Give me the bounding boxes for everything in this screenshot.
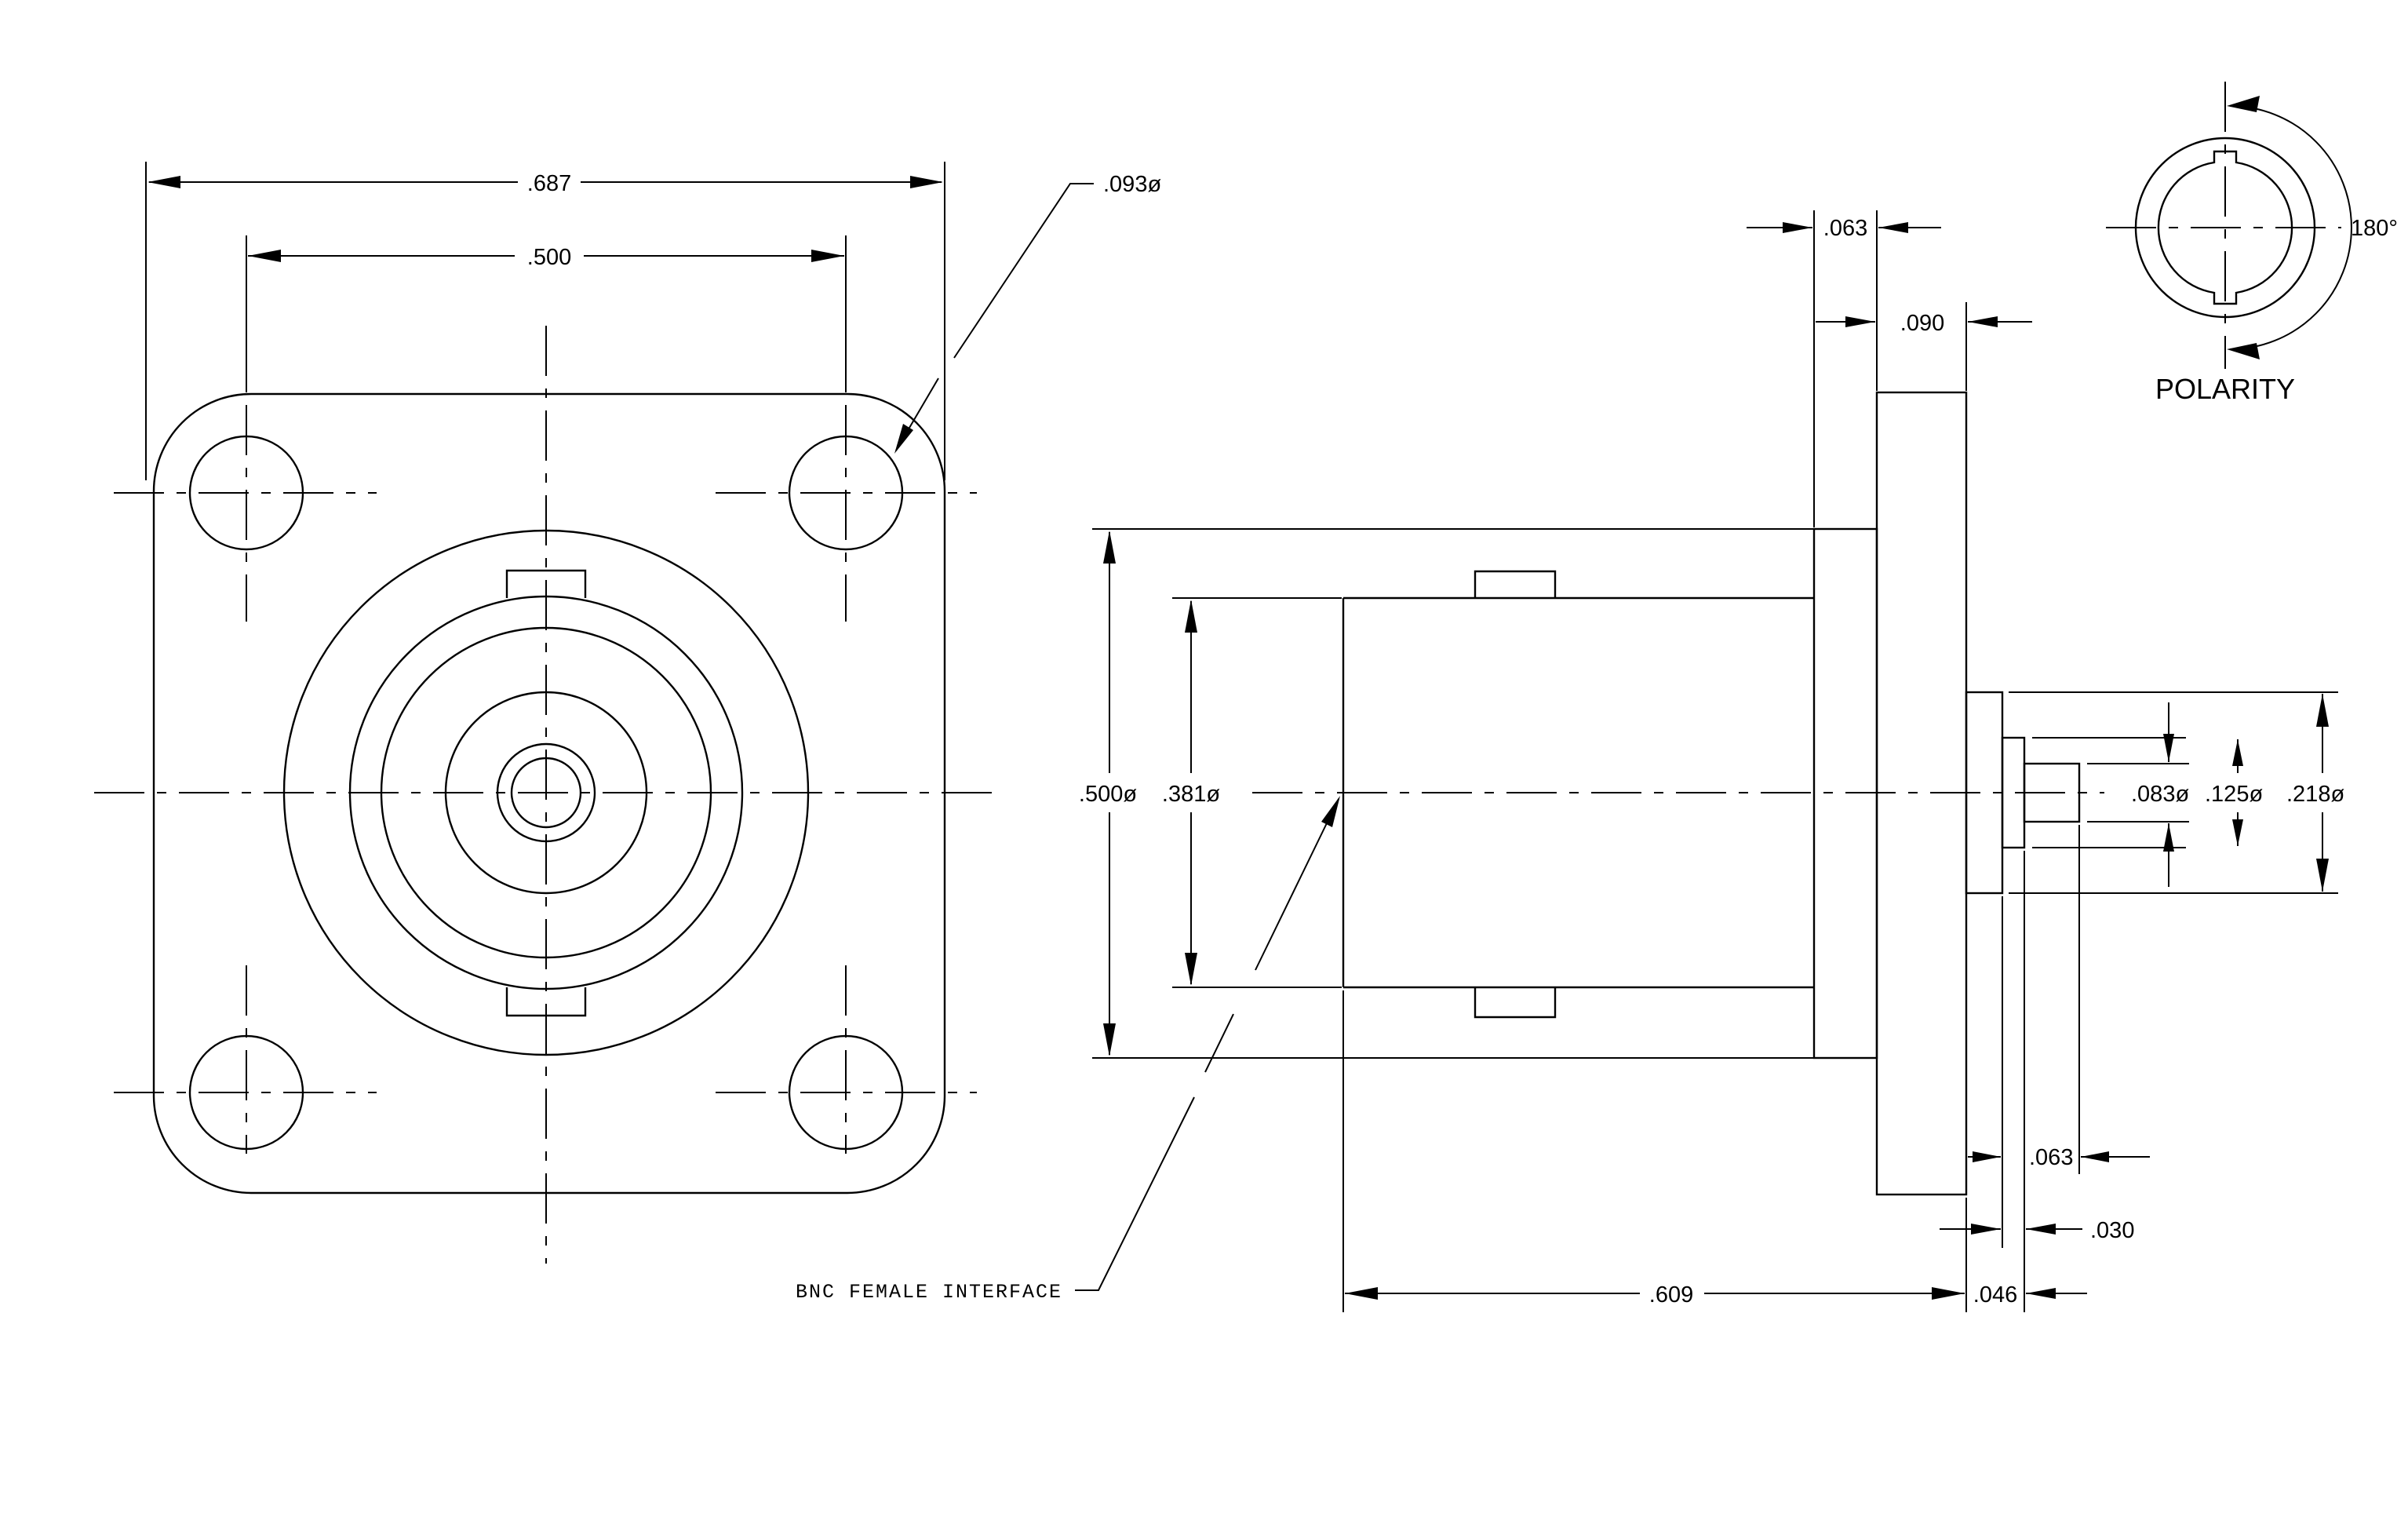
bore-diameter-label: .381ø (1162, 782, 1220, 807)
interface-label: BNC FEMALE INTERFACE (796, 1281, 1062, 1304)
boss-diameter-label: .218ø (2286, 782, 2344, 807)
boss-thickness-label: .046 (1973, 1282, 2017, 1308)
body-length-dimension: .609 (1345, 1282, 1965, 1308)
side-lug-top (1474, 570, 1557, 598)
side-view: .500ø .381ø .063 .090 (796, 210, 2344, 1312)
flange-thickness-dimension: .090 (1816, 302, 2032, 391)
boss-thickness-dimension: .046 (1973, 1282, 2087, 1308)
pin-collar-diameter-label: .125ø (2205, 782, 2263, 807)
boss-diameter-dimension: .218ø (2009, 691, 2344, 894)
overall-width-dimension: .687 (145, 162, 945, 480)
pin-diameter-dimension: .083ø (2032, 702, 2189, 887)
flange-offset-dimension: .063 (1747, 210, 1941, 527)
hole-spacing-dimension: .500 (246, 235, 847, 392)
rotation-arrow-top (2227, 96, 2260, 112)
flange-offset-label: .063 (1823, 216, 1867, 241)
polarity-title: POLARITY (2155, 373, 2295, 405)
pin-length-label: .063 (2029, 1145, 2073, 1170)
polarity-view: 180° POLARITY (2106, 82, 2398, 405)
pin-diameter-label: .083ø (2131, 782, 2189, 807)
polarity-angle-label: 180° (2351, 216, 2398, 241)
collar-thickness-label: .030 (2090, 1218, 2134, 1243)
rotation-arc (2229, 105, 2352, 350)
body-length-label: .609 (1649, 1282, 1693, 1308)
bayonet-lug-top (505, 569, 587, 598)
flange-outline (152, 392, 946, 1195)
collar-thickness-dimension: .030 (1940, 1218, 2134, 1243)
side-lug-bottom (1474, 987, 1557, 1019)
rotation-arrow-bottom (2227, 343, 2260, 359)
body-diameter-dimension: .500ø (1079, 531, 1137, 1056)
interface-leader: BNC FEMALE INTERFACE (796, 796, 1340, 1304)
hole-diameter-label: .093ø (1103, 172, 1161, 197)
overall-width-label: .687 (527, 171, 571, 196)
hole-diameter-leader: .093ø (894, 172, 1161, 454)
polarity-keyed-ring (2157, 150, 2293, 305)
front-view: .687 .500 .093ø (94, 162, 1161, 1264)
pin-length-dimension: .063 (1968, 1145, 2150, 1170)
bore-diameter-dimension: .381ø (1162, 600, 1220, 986)
flange-thickness-label: .090 (1900, 311, 1944, 336)
body-diameter-label: .500ø (1079, 782, 1137, 807)
hole-spacing-label: .500 (527, 245, 571, 270)
pin-collar-diameter-dimension: .125ø (2205, 739, 2263, 846)
